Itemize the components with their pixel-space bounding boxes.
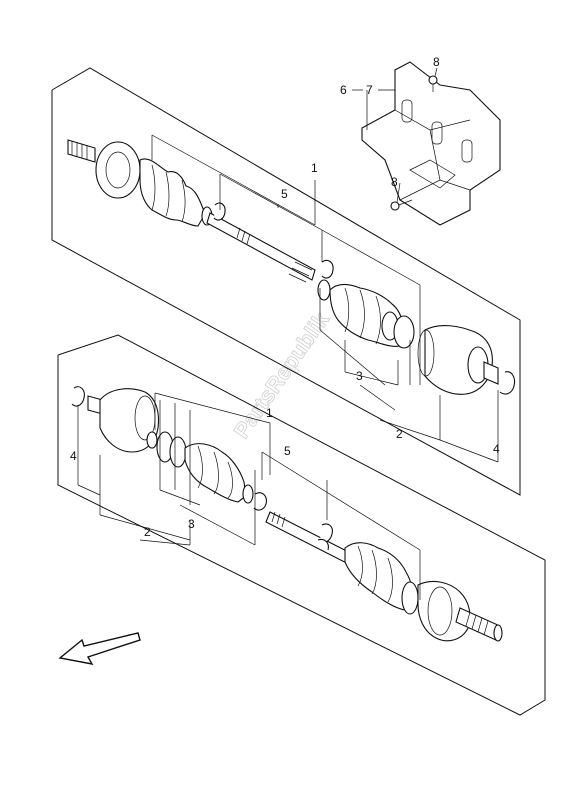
- callout-2-lower: 2: [144, 525, 151, 539]
- lower-outer-joint: [417, 580, 503, 642]
- bolt-8-top: [428, 75, 438, 92]
- lower-inner-joint: [71, 386, 160, 453]
- callout-6: 6: [340, 83, 347, 97]
- upper-leaders: [151, 134, 499, 463]
- callout-7: 7: [366, 83, 373, 97]
- callout-8-lower: 8: [391, 175, 398, 189]
- callout-5-upper: 5: [281, 187, 288, 201]
- callout-8-top: 8: [433, 55, 440, 69]
- upper-inner-joint: [417, 324, 516, 395]
- upper-assembly-frame: [51, 67, 521, 496]
- callout-5-lower: 5: [284, 444, 291, 458]
- lower-inner-boot: [156, 431, 267, 511]
- lower-leaders: [77, 392, 421, 600]
- upper-inner-boot: [317, 279, 415, 349]
- shaft-bracket: [361, 61, 501, 226]
- lower-outer-boot: [344, 542, 419, 615]
- watermark: PartsRepublik: [229, 307, 335, 443]
- callout-4-upper: 4: [493, 442, 500, 456]
- arrow-left-down-icon: [58, 632, 141, 665]
- upper-drive-shaft: [67, 139, 334, 283]
- callout-3-upper: 3: [356, 369, 363, 383]
- lower-assembly-frame: [57, 334, 546, 716]
- callout-1-upper: 1: [311, 161, 318, 175]
- callout-3-lower: 3: [188, 517, 195, 531]
- callout-4-lower: 4: [70, 449, 77, 463]
- bracket-leaders: [352, 67, 438, 203]
- callout-2-upper: 2: [396, 427, 403, 441]
- bolt-8-lower: [390, 199, 413, 211]
- callout-1-lower: 1: [266, 406, 273, 420]
